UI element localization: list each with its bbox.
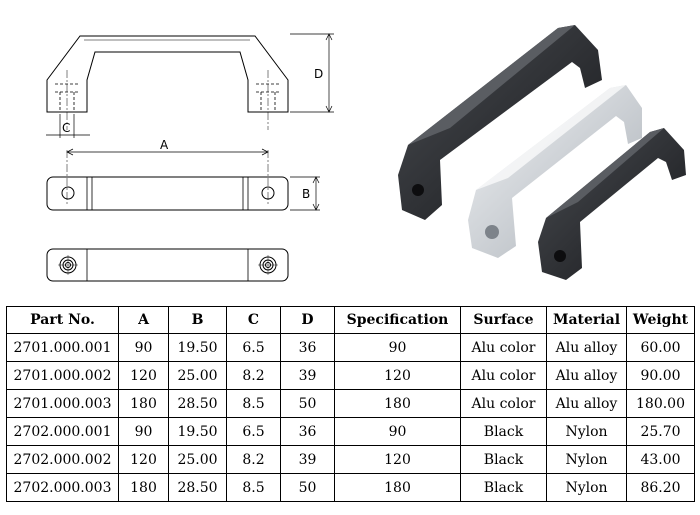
cell-material: Alu alloy [546, 333, 627, 362]
dimension-a-label: A [160, 138, 169, 152]
cell-d: 39 [280, 445, 335, 474]
cell-surface: Alu color [460, 333, 547, 362]
cell-surface: Black [460, 445, 547, 474]
cell-material: Nylon [546, 473, 627, 502]
cell-c: 8.5 [226, 473, 281, 502]
table-row: 2702.000.002 120 25.00 8.2 39 120 Black … [6, 445, 695, 474]
header-part-no: Part No. [6, 306, 119, 334]
black-small-handle-icon [538, 128, 686, 280]
handle-top-view [46, 148, 320, 211]
technical-drawing: D C A B [46, 33, 334, 282]
cell-surface: Alu color [460, 361, 547, 390]
cell-specification: 180 [334, 473, 461, 502]
table-row: 2702.000.001 90 19.50 6.5 36 90 Black Ny… [6, 417, 695, 446]
cell-b: 28.50 [168, 389, 227, 418]
header-a: A [118, 306, 169, 334]
dimension-c-label: C [62, 121, 70, 135]
cell-d: 50 [280, 389, 335, 418]
cell-part-no: 2701.000.001 [6, 333, 119, 362]
cell-d: 39 [280, 361, 335, 390]
cell-c: 8.2 [226, 361, 281, 390]
cell-specification: 90 [334, 417, 461, 446]
cell-c: 8.2 [226, 445, 281, 474]
header-d: D [280, 306, 335, 334]
dimension-d-label: D [314, 67, 323, 81]
dimension-b-label: B [302, 187, 310, 201]
cell-weight: 180.00 [626, 389, 695, 418]
header-b: B [168, 306, 227, 334]
cell-part-no: 2701.000.002 [6, 361, 119, 390]
cell-material: Alu alloy [546, 361, 627, 390]
cell-b: 19.50 [168, 333, 227, 362]
product-photo [398, 25, 686, 280]
cell-weight: 86.20 [626, 473, 695, 502]
cell-b: 25.00 [168, 445, 227, 474]
table-row: 2702.000.003 180 28.50 8.5 50 180 Black … [6, 473, 695, 502]
cell-specification: 180 [334, 389, 461, 418]
header-material: Material [546, 306, 627, 334]
cell-material: Nylon [546, 417, 627, 446]
header-specification: Specification [334, 306, 461, 334]
handle-side-view [46, 33, 334, 138]
cell-a: 90 [118, 333, 169, 362]
cell-specification: 90 [334, 333, 461, 362]
cell-a: 120 [118, 361, 169, 390]
cell-surface: Black [460, 417, 547, 446]
cell-b: 19.50 [168, 417, 227, 446]
cell-part-no: 2702.000.001 [6, 417, 119, 446]
table-row: 2701.000.003 180 28.50 8.5 50 180 Alu co… [6, 389, 695, 418]
cell-specification: 120 [334, 361, 461, 390]
aluminum-handle-icon [468, 85, 642, 258]
cell-b: 28.50 [168, 473, 227, 502]
cell-a: 180 [118, 389, 169, 418]
cell-d: 36 [280, 417, 335, 446]
cell-part-no: 2702.000.002 [6, 445, 119, 474]
cell-a: 120 [118, 445, 169, 474]
cell-c: 6.5 [226, 333, 281, 362]
spec-table: Part No. A B C D Specification Surface M… [6, 306, 695, 502]
header-c: C [226, 306, 281, 334]
cell-material: Nylon [546, 445, 627, 474]
table-header-row: Part No. A B C D Specification Surface M… [6, 306, 695, 334]
cell-weight: 43.00 [626, 445, 695, 474]
handle-bottom-view [46, 248, 289, 282]
cell-material: Alu alloy [546, 389, 627, 418]
cell-weight: 25.70 [626, 417, 695, 446]
header-surface: Surface [460, 306, 547, 334]
table-row: 2701.000.002 120 25.00 8.2 39 120 Alu co… [6, 361, 695, 390]
cell-part-no: 2702.000.003 [6, 473, 119, 502]
cell-surface: Alu color [460, 389, 547, 418]
cell-b: 25.00 [168, 361, 227, 390]
cell-a: 90 [118, 417, 169, 446]
cell-weight: 90.00 [626, 361, 695, 390]
header-weight: Weight [626, 306, 695, 334]
cell-weight: 60.00 [626, 333, 695, 362]
cell-surface: Black [460, 473, 547, 502]
cell-c: 8.5 [226, 389, 281, 418]
cell-c: 6.5 [226, 417, 281, 446]
cell-d: 36 [280, 333, 335, 362]
table-row: 2701.000.001 90 19.50 6.5 36 90 Alu colo… [6, 333, 695, 362]
cell-d: 50 [280, 473, 335, 502]
cell-a: 180 [118, 473, 169, 502]
black-large-handle-icon [398, 25, 602, 220]
cell-specification: 120 [334, 445, 461, 474]
cell-part-no: 2701.000.003 [6, 389, 119, 418]
